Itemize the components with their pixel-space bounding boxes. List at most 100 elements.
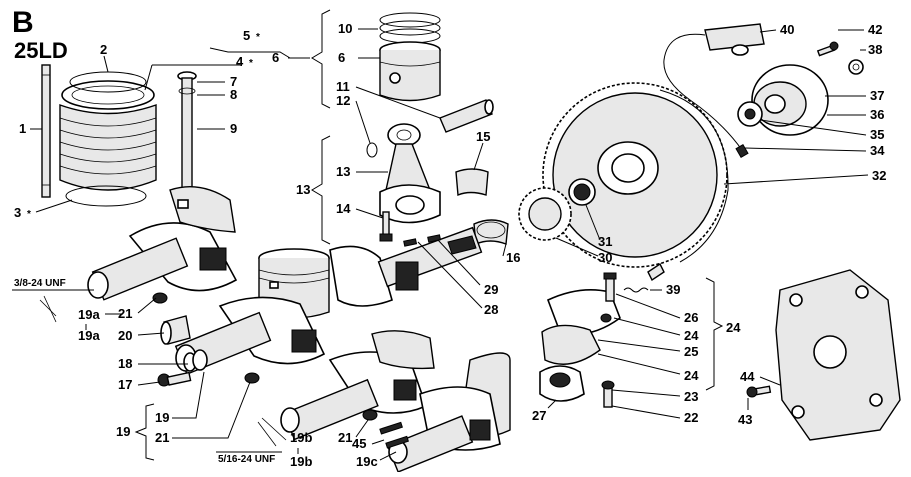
- stud-bolt: [41, 64, 51, 198]
- bearing-cap-27: [539, 365, 585, 402]
- label-24-lower: 24: [684, 368, 699, 383]
- label-27: 27: [532, 408, 546, 423]
- piston: [379, 41, 441, 102]
- label-38: 38: [868, 42, 882, 57]
- label-42: 42: [868, 22, 882, 37]
- label-9: 9: [230, 121, 237, 136]
- bearing-support-lower: [541, 324, 601, 365]
- label-20: 20: [118, 328, 132, 343]
- plugs-21: [152, 292, 378, 421]
- label-36: 36: [870, 107, 884, 122]
- pushrod-tube: [177, 71, 197, 189]
- label-10: 10: [338, 21, 352, 36]
- label-3: 3: [14, 205, 21, 220]
- label-18: 18: [118, 356, 132, 371]
- label-7: 7: [230, 74, 237, 89]
- pinion-gear-30: [518, 187, 572, 241]
- thread-note-2: 5/16-24 UNF: [218, 454, 275, 465]
- label-11: 11: [336, 79, 350, 94]
- bushing-20: [160, 315, 191, 345]
- label-21-upper: 21: [118, 306, 132, 321]
- label-19a-upper: 19a: [78, 307, 100, 322]
- label-19c: 19c: [356, 454, 378, 469]
- engine-model: 25LD: [14, 38, 68, 63]
- label-19-outer: 19: [116, 424, 130, 439]
- conrod-bearing-shells: [455, 168, 509, 246]
- label-19b-upper: 19b: [290, 430, 312, 445]
- label-8: 8: [230, 87, 237, 102]
- crankshaft-19a: [87, 185, 238, 301]
- label-37: 37: [870, 88, 884, 103]
- label-43: 43: [738, 412, 752, 427]
- piston-rings: [379, 12, 441, 44]
- piston-assembled: [258, 248, 330, 319]
- label-24-outer: 24: [726, 320, 741, 335]
- label-19b-lower: 19b: [290, 454, 312, 469]
- label-31: 31: [598, 234, 612, 249]
- label-35: 35: [870, 127, 884, 142]
- label-17: 17: [118, 377, 132, 392]
- connecting-rod: [379, 123, 441, 224]
- label-5: 5: [243, 28, 250, 43]
- label-25: 25: [684, 344, 698, 359]
- label-23: 23: [684, 389, 698, 404]
- label-5-star: *: [256, 32, 260, 43]
- label-19-inner: 19: [155, 410, 169, 425]
- label-21-lower: 21: [338, 430, 352, 445]
- label-30: 30: [598, 250, 612, 265]
- label-16: 16: [506, 250, 520, 265]
- control-cable: [663, 33, 749, 159]
- label-19a-lower: 19a: [78, 328, 100, 343]
- label-28: 28: [484, 302, 498, 317]
- label-32: 32: [872, 168, 886, 183]
- label-4-star: *: [249, 58, 253, 69]
- thread-note-1: 3/8-24 UNF: [14, 278, 66, 289]
- cover-36: [751, 64, 829, 136]
- label-4: 4: [236, 54, 244, 69]
- circlip: [366, 142, 378, 158]
- keys-45: [379, 421, 409, 449]
- label-3-star: *: [27, 209, 31, 220]
- disc-35: [737, 101, 763, 127]
- cylinder-barrel: [59, 80, 157, 191]
- screw-42: [816, 41, 839, 57]
- screw-43-44: [746, 385, 772, 398]
- label-40: 40: [780, 22, 794, 37]
- crankshaft-19c: [386, 352, 511, 473]
- washer-38: [848, 59, 864, 75]
- label-24-middle: 24: [684, 328, 699, 343]
- washer-18: [183, 349, 208, 372]
- label-44: 44: [740, 369, 755, 384]
- label-26: 26: [684, 310, 698, 325]
- label-13-inner: 13: [336, 164, 350, 179]
- bolt-22-23: [601, 380, 615, 408]
- piston-pin: [439, 99, 494, 133]
- label-12: 12: [336, 93, 350, 108]
- label-21-middle: 21: [155, 430, 169, 445]
- handle-40: [704, 23, 765, 56]
- label-45: 45: [352, 436, 366, 451]
- section-letter: B: [12, 6, 34, 39]
- label-14: 14: [336, 201, 351, 216]
- bearing-31: [568, 178, 596, 206]
- label-22: 22: [684, 410, 698, 425]
- crankshaft-19b: [280, 330, 435, 441]
- stud-26: [603, 272, 617, 302]
- label-6-outer: 6: [272, 50, 279, 65]
- spring-39: [623, 262, 665, 293]
- label-29: 29: [484, 282, 498, 297]
- crankcase-cover: [775, 269, 901, 441]
- keys-29: [403, 234, 442, 247]
- label-34: 34: [870, 143, 885, 158]
- flywheel-ring-gear: [542, 82, 729, 268]
- screw-17: [157, 371, 192, 387]
- label-1: 1: [19, 121, 26, 136]
- label-13-outer: 13: [296, 182, 310, 197]
- label-6-inner: 6: [338, 50, 345, 65]
- label-2: 2: [100, 42, 107, 57]
- crankshaft-main: [329, 226, 483, 307]
- conrod-bolt: [379, 211, 393, 242]
- label-39: 39: [666, 282, 680, 297]
